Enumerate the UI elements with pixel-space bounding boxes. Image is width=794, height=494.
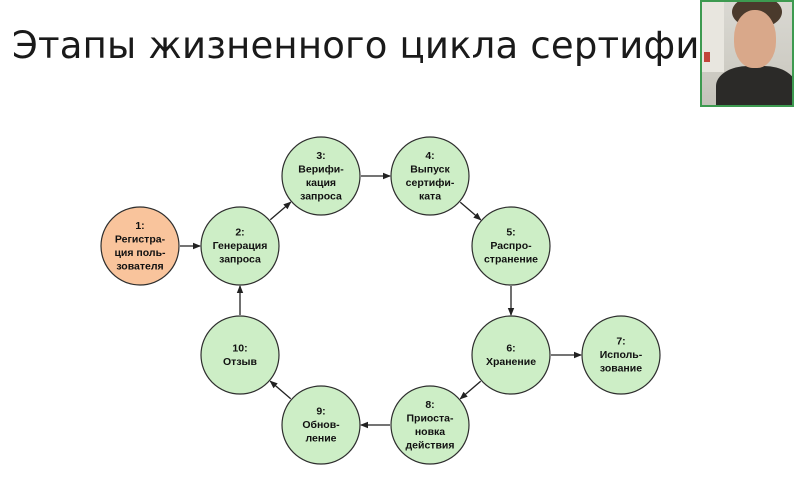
stage-number-4: 4: [425, 150, 434, 162]
stage-node-6: 6: Хранение [471, 315, 551, 395]
stage-label-10: Отзыв [223, 356, 257, 368]
stage-circle-4 [390, 136, 470, 216]
stage-label-3: кация [306, 177, 336, 189]
stage-nodes: 1:Регистра-ция поль-зователя 2:Генерация з… [100, 136, 661, 465]
stage-node-10: 10: Отзыв [200, 315, 280, 395]
stage-circle-1 [100, 206, 180, 286]
stage-node-1: 1:Регистра-ция поль-зователя [100, 206, 180, 286]
stage-node-2: 2:Генерация запроса [200, 206, 280, 286]
stage-label-8: действия [406, 439, 455, 451]
stage-label-1: Регистра- [115, 233, 166, 245]
stage-circle-2 [200, 206, 280, 286]
stage-circle-8 [390, 385, 470, 465]
stage-number-7: 7: [616, 336, 625, 348]
arrow-9-to-10 [269, 380, 292, 400]
arrow-2-to-3 [269, 201, 292, 221]
stage-circle-10 [200, 315, 280, 395]
slide-title: Этапы жизненного цикла сертифи [12, 24, 700, 67]
stage-number-6: 6: [506, 342, 515, 354]
stage-number-5: 5: [506, 227, 515, 239]
stage-label-4: ката [419, 190, 441, 202]
arrow-6-to-8 [459, 380, 482, 400]
stage-circle-7 [581, 315, 661, 395]
stage-number-2: 2: [235, 227, 244, 239]
stage-node-4: 4:Выпуск сертифи-ката [390, 136, 470, 216]
stage-label-7: зование [600, 363, 642, 375]
stage-circle-9 [281, 385, 361, 465]
stage-label-3: запроса [300, 190, 342, 202]
stage-label-4: сертифи- [406, 177, 455, 189]
stage-label-8: новка [415, 426, 445, 438]
stage-label-1: зователя [116, 260, 163, 272]
stage-node-7: 7:Исполь-зование [581, 315, 661, 395]
stage-label-7: Исполь- [600, 349, 643, 361]
stage-label-2: запроса [219, 254, 261, 266]
stage-circle-6 [471, 315, 551, 395]
stage-number-8: 8: [425, 399, 434, 411]
stage-label-8: Приоста- [406, 412, 454, 424]
stage-circle-5 [471, 206, 551, 286]
stage-number-10: 10: [232, 342, 247, 354]
transition-arrows [180, 172, 582, 429]
stage-label-2: Генерация [213, 240, 268, 252]
stage-number-3: 3: [316, 150, 325, 162]
presenter-video-icon [734, 10, 776, 68]
stage-node-9: 9:Обнов-ление [281, 385, 361, 465]
stage-number-1: 1: [135, 220, 144, 232]
stage-label-3: Верифи- [298, 163, 344, 175]
presenter-video [700, 0, 794, 107]
stage-node-5: 5:Распро-странение [471, 206, 551, 286]
stage-label-9: Обнов- [302, 419, 340, 431]
stage-label-4: Выпуск [410, 163, 450, 175]
stage-number-9: 9: [316, 406, 325, 418]
arrow-4-to-5 [459, 201, 482, 221]
presenter-body [716, 66, 792, 105]
stage-label-5: Распро- [490, 240, 532, 252]
stage-circle-3 [281, 136, 361, 216]
stage-label-9: ление [305, 433, 336, 445]
stage-label-6: Хранение [486, 356, 536, 368]
background-object [704, 52, 710, 62]
stage-label-5: странение [484, 254, 538, 266]
stage-label-1: ция поль- [114, 247, 166, 259]
